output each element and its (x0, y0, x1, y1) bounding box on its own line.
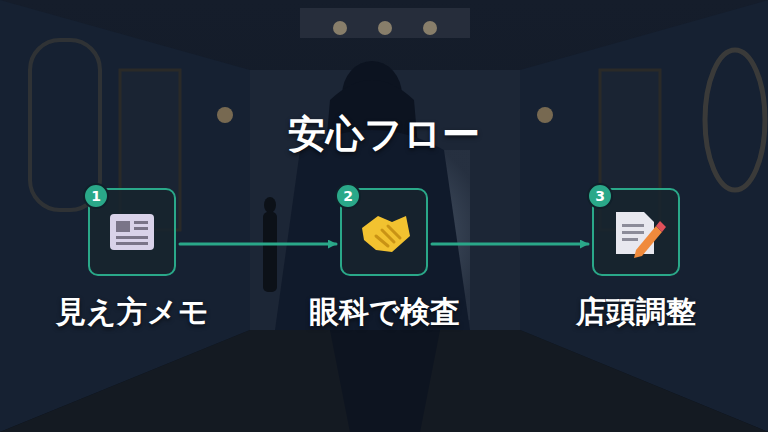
handshake-icon (362, 216, 410, 252)
step-label: 店頭調整 (576, 294, 696, 330)
callout-number: 3 (595, 189, 605, 203)
flow-arrow (432, 243, 588, 246)
diagram-title: 安心フロー (0, 112, 768, 158)
step-label: 見え方メモ (56, 294, 209, 330)
step-number-badge: 1 (83, 183, 109, 209)
step-box: 眼科で検査2 (340, 188, 428, 276)
newspaper-icon (110, 214, 154, 250)
step-number-badge: 3 (587, 183, 613, 209)
step-box: 見え方メモ1 (88, 188, 176, 276)
flow-arrow (180, 243, 336, 246)
step-number-badge: 2 (335, 183, 361, 209)
memo-icon (616, 212, 666, 258)
step-label: 眼科で検査 (309, 294, 460, 330)
callout-number: 1 (91, 189, 101, 203)
callout-number: 2 (343, 189, 353, 203)
step-box: 店頭調整3 (592, 188, 680, 276)
